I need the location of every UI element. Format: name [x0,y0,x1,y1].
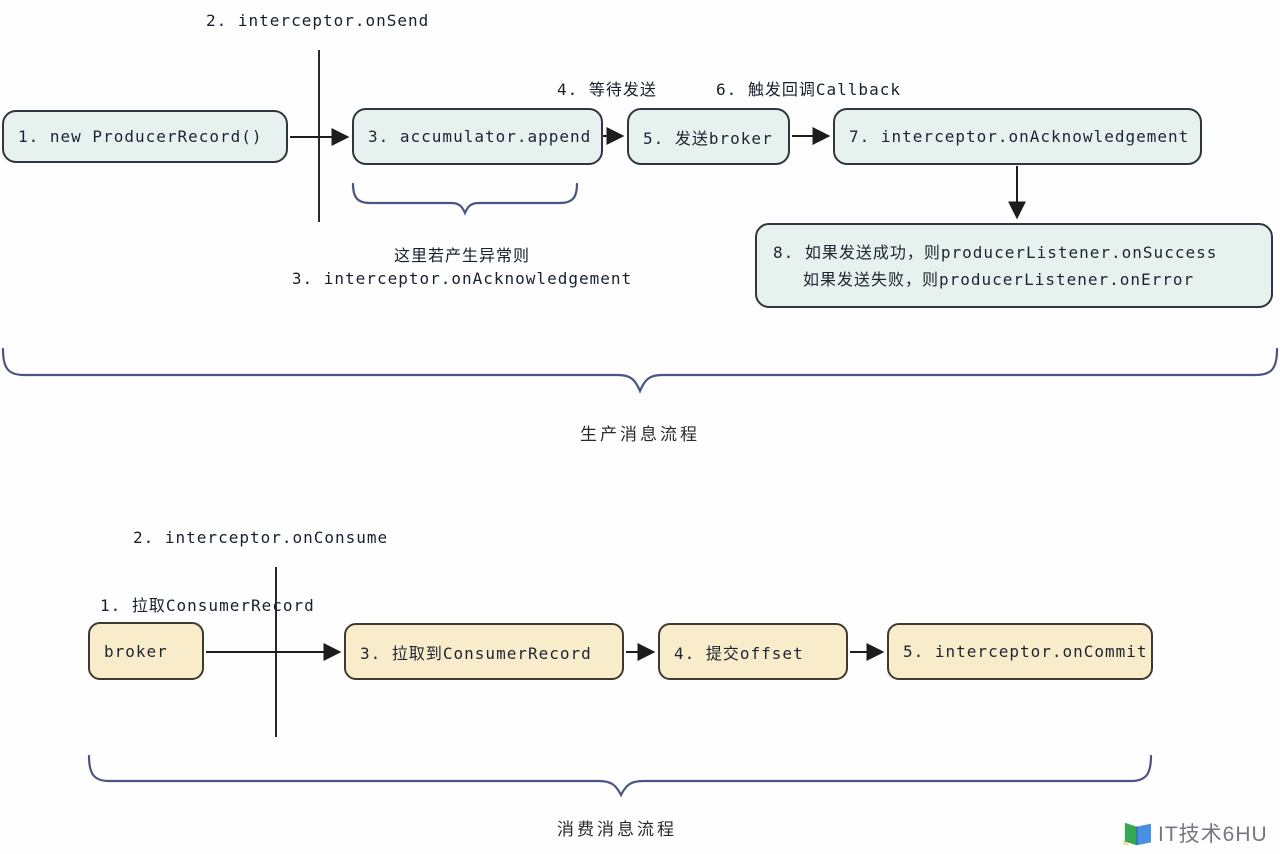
producer-box-accumulator-append: 3. accumulator.append [352,108,603,165]
listener-onerror-line: 如果发送失败，则producerListener.onError [803,269,1195,289]
note-exception-line1: 这里若产生异常则 [393,246,531,265]
book-icon [1123,822,1151,847]
brace-producer-section [1,347,1279,394]
label-trigger-callback: 6. 触发回调Callback [716,80,901,99]
label-interceptor-onconsume: 2. interceptor.onConsume [133,528,389,547]
listener-onsuccess-line: 8. 如果发送成功，则producerListener.onSuccess [773,242,1218,262]
note-exception-line2: 3. interceptor.onAcknowledgement [291,269,633,288]
consumer-box-commit-offset: 4. 提交offset [658,623,848,680]
label-wait-send: 4. 等待发送 [557,80,657,99]
producer-box-listener-result: 8. 如果发送成功，则producerListener.onSuccess 如果… [755,223,1273,308]
consumer-section-title: 消费消息流程 [557,820,677,840]
brace-accumulator-exception [351,182,579,216]
label-interceptor-onsend: 2. interceptor.onSend [206,11,430,30]
producer-box-interceptor-onacknowledgement: 7. interceptor.onAcknowledgement [833,108,1202,165]
producer-box-send-broker: 5. 发送broker [627,108,790,165]
producer-box-new-producerrecord: 1. new ProducerRecord() [2,110,288,163]
consumer-box-pulled-consumerrecord: 3. 拉取到ConsumerRecord [344,623,624,680]
brace-consumer-section [87,754,1153,798]
consumer-box-interceptor-oncommit: 5. interceptor.onCommit [887,623,1153,680]
watermark: IT技术6HU [1122,818,1268,848]
consumer-box-broker: broker [88,622,204,680]
producer-section-title: 生产消息流程 [580,425,700,445]
label-pull-consumerrecord: 1. 拉取ConsumerRecord [100,596,315,615]
watermark-text: IT技术6HU [1158,823,1268,846]
